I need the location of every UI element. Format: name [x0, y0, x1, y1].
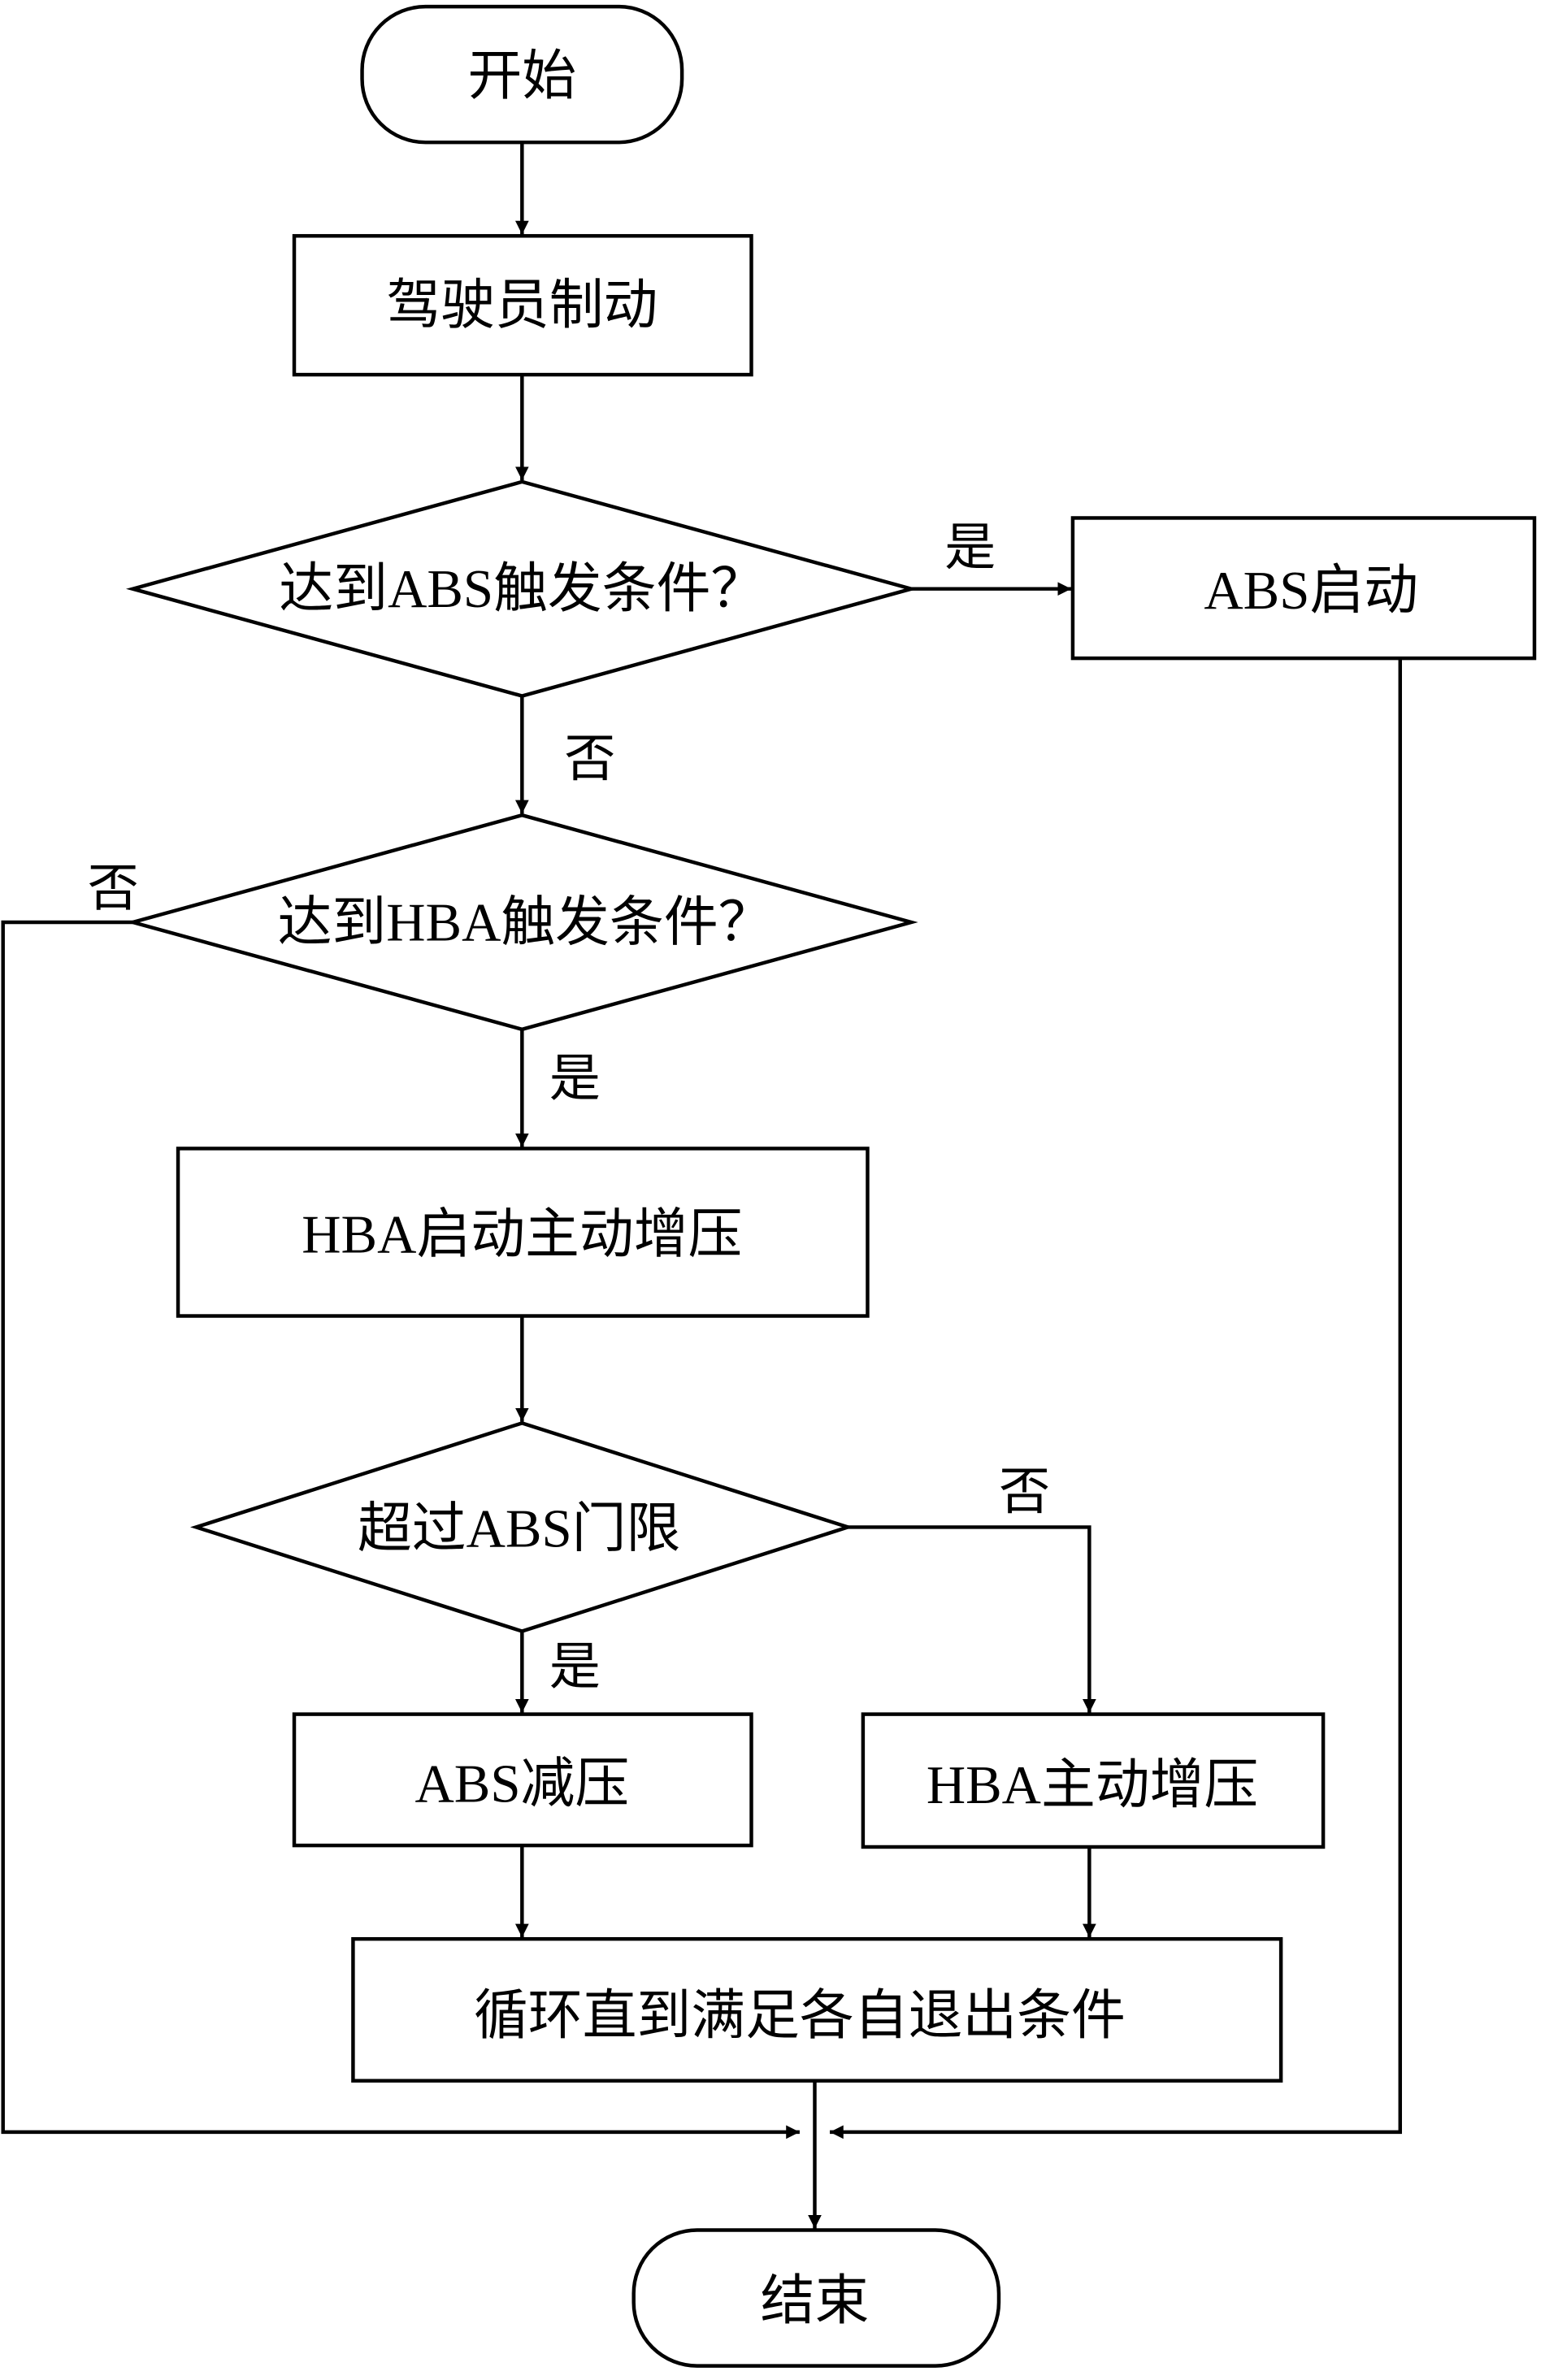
abs-reduce-node: ABS减压	[292, 1712, 753, 1848]
abs-trigger-label: 达到ABS触发条件？	[279, 559, 765, 619]
over-abs-label: 超过ABS门限	[358, 1499, 680, 1559]
start-label: 开始	[468, 46, 577, 106]
hba-no-label: 否	[88, 861, 139, 917]
abs-reduce-label: ABS减压	[414, 1754, 629, 1814]
over-no-label: 否	[999, 1463, 1050, 1520]
loop-node: 循环直到满足各自退出条件	[351, 1936, 1283, 2083]
start-node: 开始	[360, 4, 684, 145]
driver-brake-node: 驾驶员制动	[292, 234, 753, 377]
abs-yes-label: 是	[944, 519, 996, 576]
end-label: 结束	[761, 2271, 870, 2331]
hba-trigger-decision: 达到HBA触发条件？	[125, 813, 918, 1032]
hba-start-node: HBA启动主动增压	[176, 1147, 870, 1318]
abs-start-node: ABS启动	[1070, 516, 1537, 661]
over-abs-decision: 超过ABS门限	[190, 1420, 854, 1633]
over-yes-label: 是	[549, 1638, 601, 1695]
edge-absstart-merge	[830, 658, 1403, 2139]
abs-no-label: 否	[564, 730, 615, 787]
end-node: 结束	[631, 2228, 1001, 2368]
hba-increase-node: HBA主动增压	[861, 1712, 1326, 1849]
hba-trigger-label: 达到HBA触发条件？	[278, 892, 773, 952]
hba-start-label: HBA启动主动增压	[302, 1205, 742, 1265]
hba-yes-label: 是	[549, 1050, 601, 1107]
edge-hbatrigger-no	[1, 920, 800, 2139]
abs-start-label: ABS启动	[1204, 561, 1418, 621]
driver-brake-label: 驾驶员制动	[386, 275, 657, 336]
edge-over-no	[848, 1525, 1096, 1713]
abs-trigger-decision: 达到ABS触发条件？	[125, 479, 918, 698]
loop-label: 循环直到满足各自退出条件	[474, 1986, 1126, 2046]
hba-increase-label: HBA主动增压	[927, 1755, 1258, 1815]
